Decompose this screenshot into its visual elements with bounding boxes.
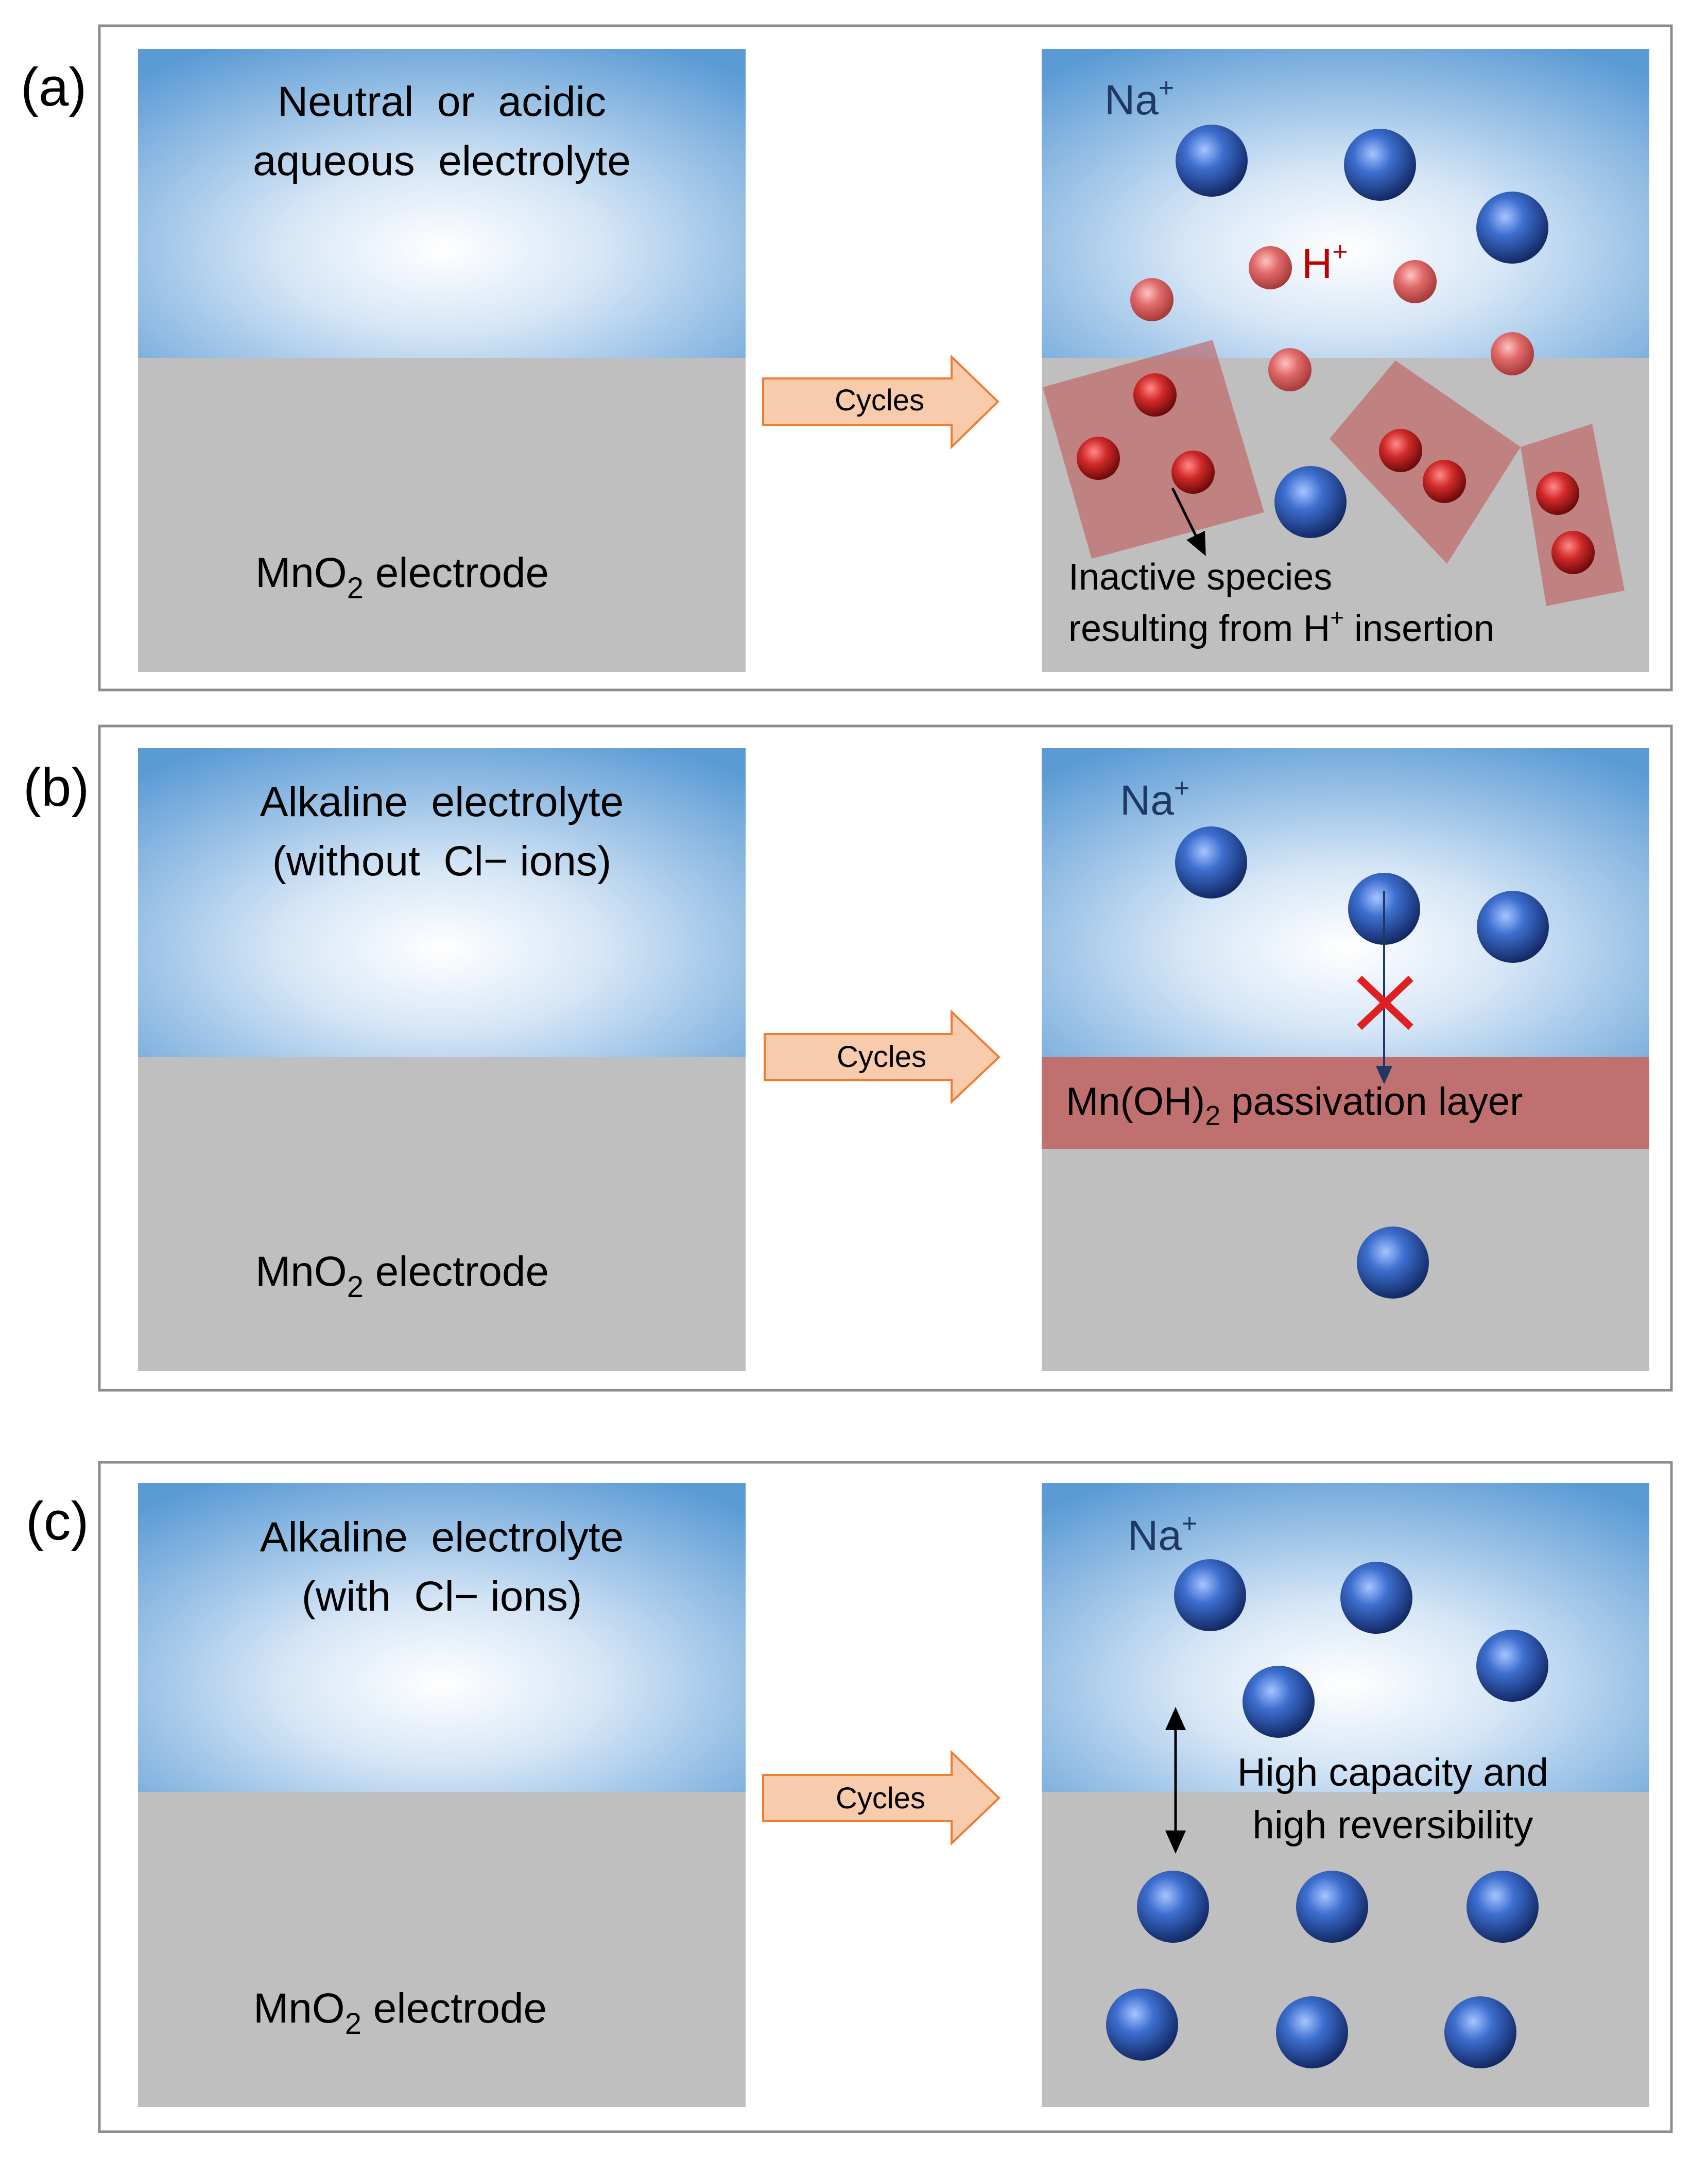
panel-b-cycles-label: Cycles bbox=[837, 1040, 926, 1074]
panel-b-passivation-layer bbox=[1042, 1057, 1649, 1149]
panel-a-cycles-label: Cycles bbox=[835, 384, 924, 417]
panel-b-left-electrolyte-label-2: (without Cl− ions) bbox=[272, 838, 612, 885]
panel-a-na-label: Na+ bbox=[1105, 73, 1174, 124]
h-ion bbox=[1423, 460, 1466, 503]
panel-b-na-label: Na+ bbox=[1120, 773, 1189, 824]
panel-a-electrode-label: MnO2 electrode bbox=[255, 549, 549, 605]
h-ion bbox=[1536, 472, 1579, 515]
panel-a-annotation-line-1: Inactive species bbox=[1068, 557, 1332, 598]
panel-c: (c) Alkaline electrolyte (with Cl− ions)… bbox=[26, 1461, 1673, 2133]
na-ion bbox=[1476, 1630, 1548, 1702]
h-ion bbox=[1491, 332, 1534, 375]
panel-c-cycles-arrow: Cycles bbox=[762, 1750, 1000, 1846]
panel-c-left-electrolyte-label-2: (with Cl− ions) bbox=[302, 1573, 582, 1620]
panel-c-electrode-label: MnO2 electrode bbox=[253, 1985, 547, 2041]
na-ion bbox=[1106, 1989, 1178, 2061]
panel-a-h-label: H+ bbox=[1302, 237, 1348, 287]
panel-b-right-electrolyte bbox=[1042, 748, 1649, 1057]
na-ion bbox=[1174, 1559, 1246, 1631]
na-ion bbox=[1176, 125, 1248, 197]
panel-b-letter: (b) bbox=[23, 757, 89, 818]
panel-a-left-electrode bbox=[138, 358, 746, 672]
panel-b: (b) Alkaline electrolyte (without Cl− io… bbox=[23, 724, 1673, 1392]
panel-a-annotation-arrow bbox=[1171, 487, 1206, 556]
panel-b-frame bbox=[98, 724, 1673, 1392]
panel-a-left-electrolyte-label-2: aqueous electrolyte bbox=[253, 137, 631, 184]
panel-b-cycles-arrow: Cycles bbox=[764, 1009, 1000, 1104]
panel-a-left-electrolyte bbox=[138, 49, 746, 358]
h-ion bbox=[1133, 373, 1177, 417]
na-ion bbox=[1357, 1227, 1429, 1299]
panel-a-inactive-box-3 bbox=[1521, 424, 1625, 606]
panel-a-frame bbox=[98, 24, 1673, 692]
panel-b-left-electrolyte bbox=[138, 748, 746, 1057]
panel-c-left-electrolyte bbox=[138, 1483, 746, 1792]
h-ion bbox=[1249, 246, 1292, 289]
h-ion bbox=[1077, 437, 1120, 480]
panel-c-frame bbox=[98, 1461, 1673, 2133]
na-ion bbox=[1340, 1562, 1412, 1634]
panel-c-ions bbox=[1106, 1559, 1548, 2068]
panel-c-annotation-line-1: High capacity and bbox=[1237, 1751, 1548, 1794]
na-ion bbox=[1344, 129, 1416, 201]
panel-b-cross-icon bbox=[1357, 975, 1413, 1030]
na-ion bbox=[1243, 1666, 1315, 1738]
na-ion bbox=[1476, 192, 1548, 264]
panel-c-annotation-line-2: high reversibility bbox=[1253, 1803, 1533, 1847]
panel-c-letter: (c) bbox=[26, 1491, 89, 1551]
na-ion bbox=[1137, 1871, 1209, 1943]
panel-b-ions bbox=[1175, 826, 1549, 1299]
panel-a-letter: (a) bbox=[21, 57, 87, 117]
h-ion bbox=[1268, 348, 1312, 391]
na-ion bbox=[1296, 1871, 1368, 1943]
panel-c-right-electrolyte bbox=[1042, 1483, 1649, 1792]
na-ion bbox=[1274, 466, 1347, 538]
na-ion bbox=[1276, 1996, 1348, 2068]
panel-c-left-electrolyte-label-1: Alkaline electrolyte bbox=[260, 1514, 624, 1561]
na-ion bbox=[1444, 1996, 1516, 2068]
panel-c-na-label: Na+ bbox=[1128, 1509, 1197, 1559]
h-ion bbox=[1379, 429, 1422, 472]
panel-a-inactive-box-1 bbox=[1043, 340, 1264, 559]
h-ion bbox=[1551, 531, 1595, 574]
na-ion bbox=[1467, 1871, 1539, 1943]
panel-a-left-electrolyte-label-1: Neutral or acidic bbox=[278, 78, 606, 125]
panel-b-passivation-label: Mn(OH)2 passivation layer bbox=[1066, 1080, 1523, 1131]
panel-c-left-electrode bbox=[138, 1792, 746, 2107]
panel-c-cycles-label: Cycles bbox=[836, 1782, 925, 1815]
na-ion bbox=[1175, 826, 1247, 899]
panel-b-left-electrolyte-label-1: Alkaline electrolyte bbox=[260, 779, 624, 825]
panel-a-cycles-arrow: Cycles bbox=[762, 354, 999, 450]
panel-a-ions bbox=[1077, 125, 1595, 574]
na-ion bbox=[1477, 891, 1549, 963]
panel-b-electrode-label: MnO2 electrode bbox=[255, 1248, 549, 1304]
panel-a-annotation-line-2: resulting from H+ insertion bbox=[1068, 604, 1494, 649]
panel-a: (a) Neutral or acidic aqueous electrolyt… bbox=[21, 24, 1673, 692]
h-ion bbox=[1130, 278, 1174, 321]
h-ion bbox=[1393, 260, 1437, 303]
h-ion bbox=[1171, 451, 1215, 494]
panel-b-left-electrode bbox=[138, 1057, 746, 1371]
panel-a-inactive-box-2 bbox=[1330, 360, 1521, 564]
